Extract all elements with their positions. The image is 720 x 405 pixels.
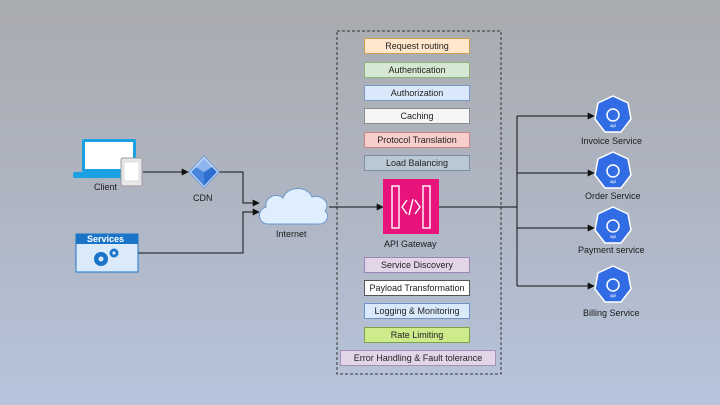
services-to-internet-line <box>138 208 260 254</box>
kubernetes-api-icon-billing: api <box>594 265 632 303</box>
feature-request-routing: Request routing <box>364 38 470 54</box>
feature-payload-transformation: Payload Transformation <box>364 280 470 296</box>
invoice-service-label: Invoice Service <box>581 136 643 146</box>
feature-load-balancing: Load Balancing <box>364 155 470 171</box>
api-badge-label: api <box>610 293 616 298</box>
feature-error-handling: Error Handling & Fault tolerance <box>340 350 496 366</box>
gateway-label: API Gateway <box>384 239 437 249</box>
billing-service-label: Billing Service <box>583 308 640 318</box>
client-label: Client <box>94 182 118 192</box>
feature-authentication: Authentication <box>364 62 470 78</box>
laptop-and-tablet-icon <box>73 139 143 187</box>
payment-service-label: Payment service <box>578 245 645 255</box>
feature-authorization: Authorization <box>364 85 470 101</box>
kubernetes-api-icon-payment: api <box>594 206 632 244</box>
api-gateway-icon <box>383 179 439 234</box>
cdn-icon <box>188 155 220 189</box>
api-badge-label: api <box>610 234 616 239</box>
feature-protocol-translation: Protocol Translation <box>364 132 470 148</box>
services-label: Services <box>87 234 125 244</box>
api-badge-label: api <box>610 179 616 184</box>
cdn-label: CDN <box>193 193 213 203</box>
connectors <box>138 112 595 290</box>
feature-rate-limiting: Rate Limiting <box>364 327 470 343</box>
feature-caching: Caching <box>364 108 470 124</box>
feature-logging-monitoring: Logging & Monitoring <box>364 303 470 319</box>
internet-label: Internet <box>276 229 307 239</box>
order-service-label: Order Service <box>585 191 641 201</box>
feature-service-discovery: Service Discovery <box>364 257 470 273</box>
kubernetes-api-icon-order: api <box>594 151 632 189</box>
gateway-boundary <box>336 30 502 375</box>
cloud-icon <box>259 188 329 225</box>
kubernetes-api-icon-invoice: api <box>594 95 632 133</box>
api-badge-label: api <box>610 123 616 128</box>
cdn-to-internet-line <box>218 171 260 207</box>
gears-panel-icon <box>75 233 139 273</box>
